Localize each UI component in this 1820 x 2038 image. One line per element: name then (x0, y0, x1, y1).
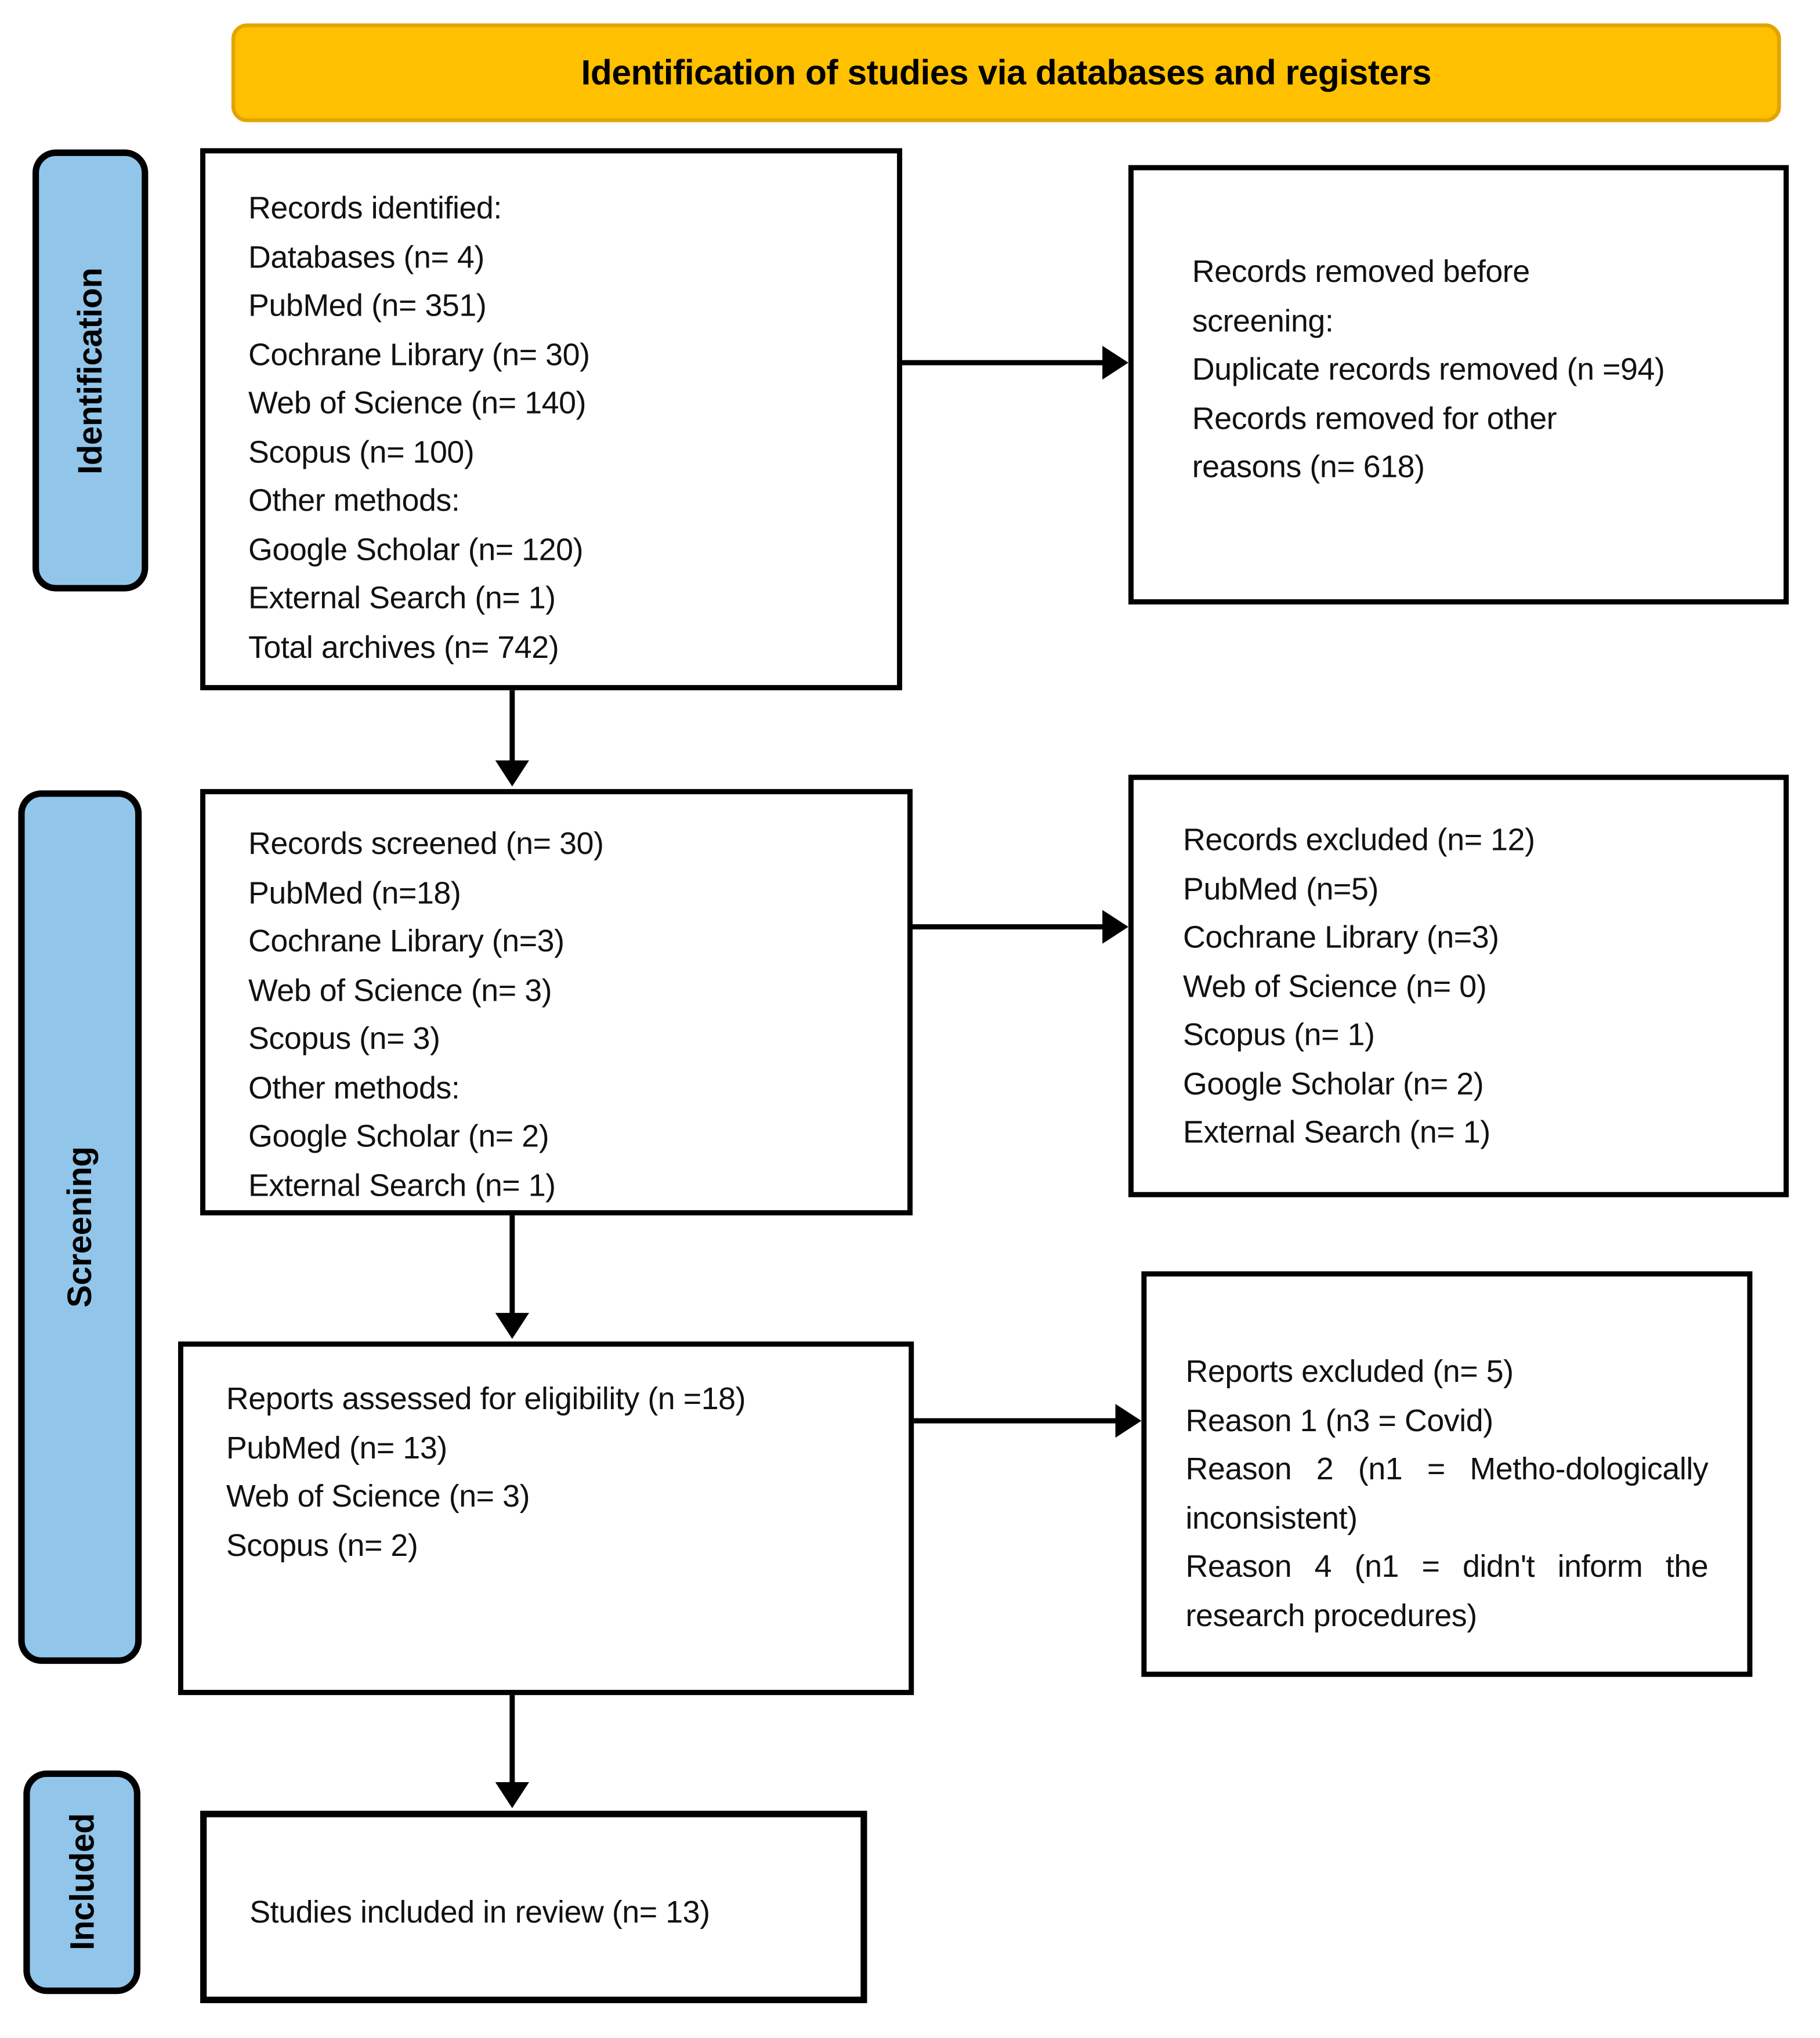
arrow-assessed-to-included-line (509, 1695, 515, 1785)
stage-included-label: Included (61, 1813, 101, 1951)
box-records-screened-text: Records screened (n= 30) PubMed (n=18) C… (248, 827, 604, 1203)
arrow-assessed-to-reports-excluded-head (1115, 1403, 1142, 1438)
stage-screening-label: Screening (60, 1146, 99, 1308)
stage-identification: Identification (32, 149, 149, 592)
arrow-identified-to-screened-line (509, 690, 515, 763)
arrow-screened-to-excluded-line (912, 924, 1105, 930)
arrow-identified-to-screened-head (495, 760, 529, 787)
box-records-screened: Records screened (n= 30) PubMed (n=18) C… (200, 789, 913, 1216)
banner-identification-via-databases: Identification of studies via databases … (231, 23, 1781, 122)
box-records-identified-text: Records identified: Databases (n= 4) Pub… (248, 191, 590, 665)
banner-title: Identification of studies via databases … (581, 52, 1432, 92)
reports-excluded-reason-4: Reason 4 (n1 = didn't inform the researc… (1185, 1549, 1709, 1634)
box-records-removed-text: Records removed before screening: Duplic… (1192, 255, 1665, 485)
arrow-identified-to-removed-head (1102, 346, 1128, 380)
arrow-assessed-to-included-head (495, 1782, 529, 1808)
arrow-screened-to-assessed-head (495, 1313, 529, 1339)
stage-included: Included (23, 1770, 140, 1994)
box-reports-excluded: Reports excluded (n= 5) Reason 1 (n3 = C… (1141, 1271, 1753, 1677)
arrow-assessed-to-reports-excluded-line (914, 1418, 1119, 1424)
reports-excluded-reason-1: Reason 1 (n3 = Covid) (1185, 1403, 1494, 1439)
arrow-identified-to-removed-line (902, 360, 1105, 365)
box-reports-assessed: Reports assessed for eligibility (n =18)… (178, 1341, 914, 1695)
stage-screening: Screening (18, 790, 142, 1664)
arrow-screened-to-assessed-line (509, 1215, 515, 1316)
reports-excluded-reason-2: Reason 2 (n1 = Metho-dologically inconsi… (1185, 1451, 1709, 1536)
box-records-removed-before-screening: Records removed before screening: Duplic… (1128, 165, 1789, 604)
reports-excluded-line: Reports excluded (n= 5) (1185, 1354, 1514, 1390)
box-studies-included-text: Studies included in review (n= 13) (249, 1895, 710, 1931)
box-studies-included: Studies included in review (n= 13) (200, 1811, 867, 2003)
stage-identification-label: Identification (70, 267, 110, 474)
box-records-excluded-text: Records excluded (n= 12) PubMed (n=5) Co… (1183, 823, 1535, 1151)
box-records-excluded: Records excluded (n= 12) PubMed (n=5) Co… (1128, 774, 1789, 1197)
box-records-identified: Records identified: Databases (n= 4) Pub… (200, 148, 903, 690)
box-reports-assessed-text: Reports assessed for eligibility (n =18)… (226, 1381, 746, 1563)
arrow-screened-to-excluded-head (1102, 910, 1128, 944)
